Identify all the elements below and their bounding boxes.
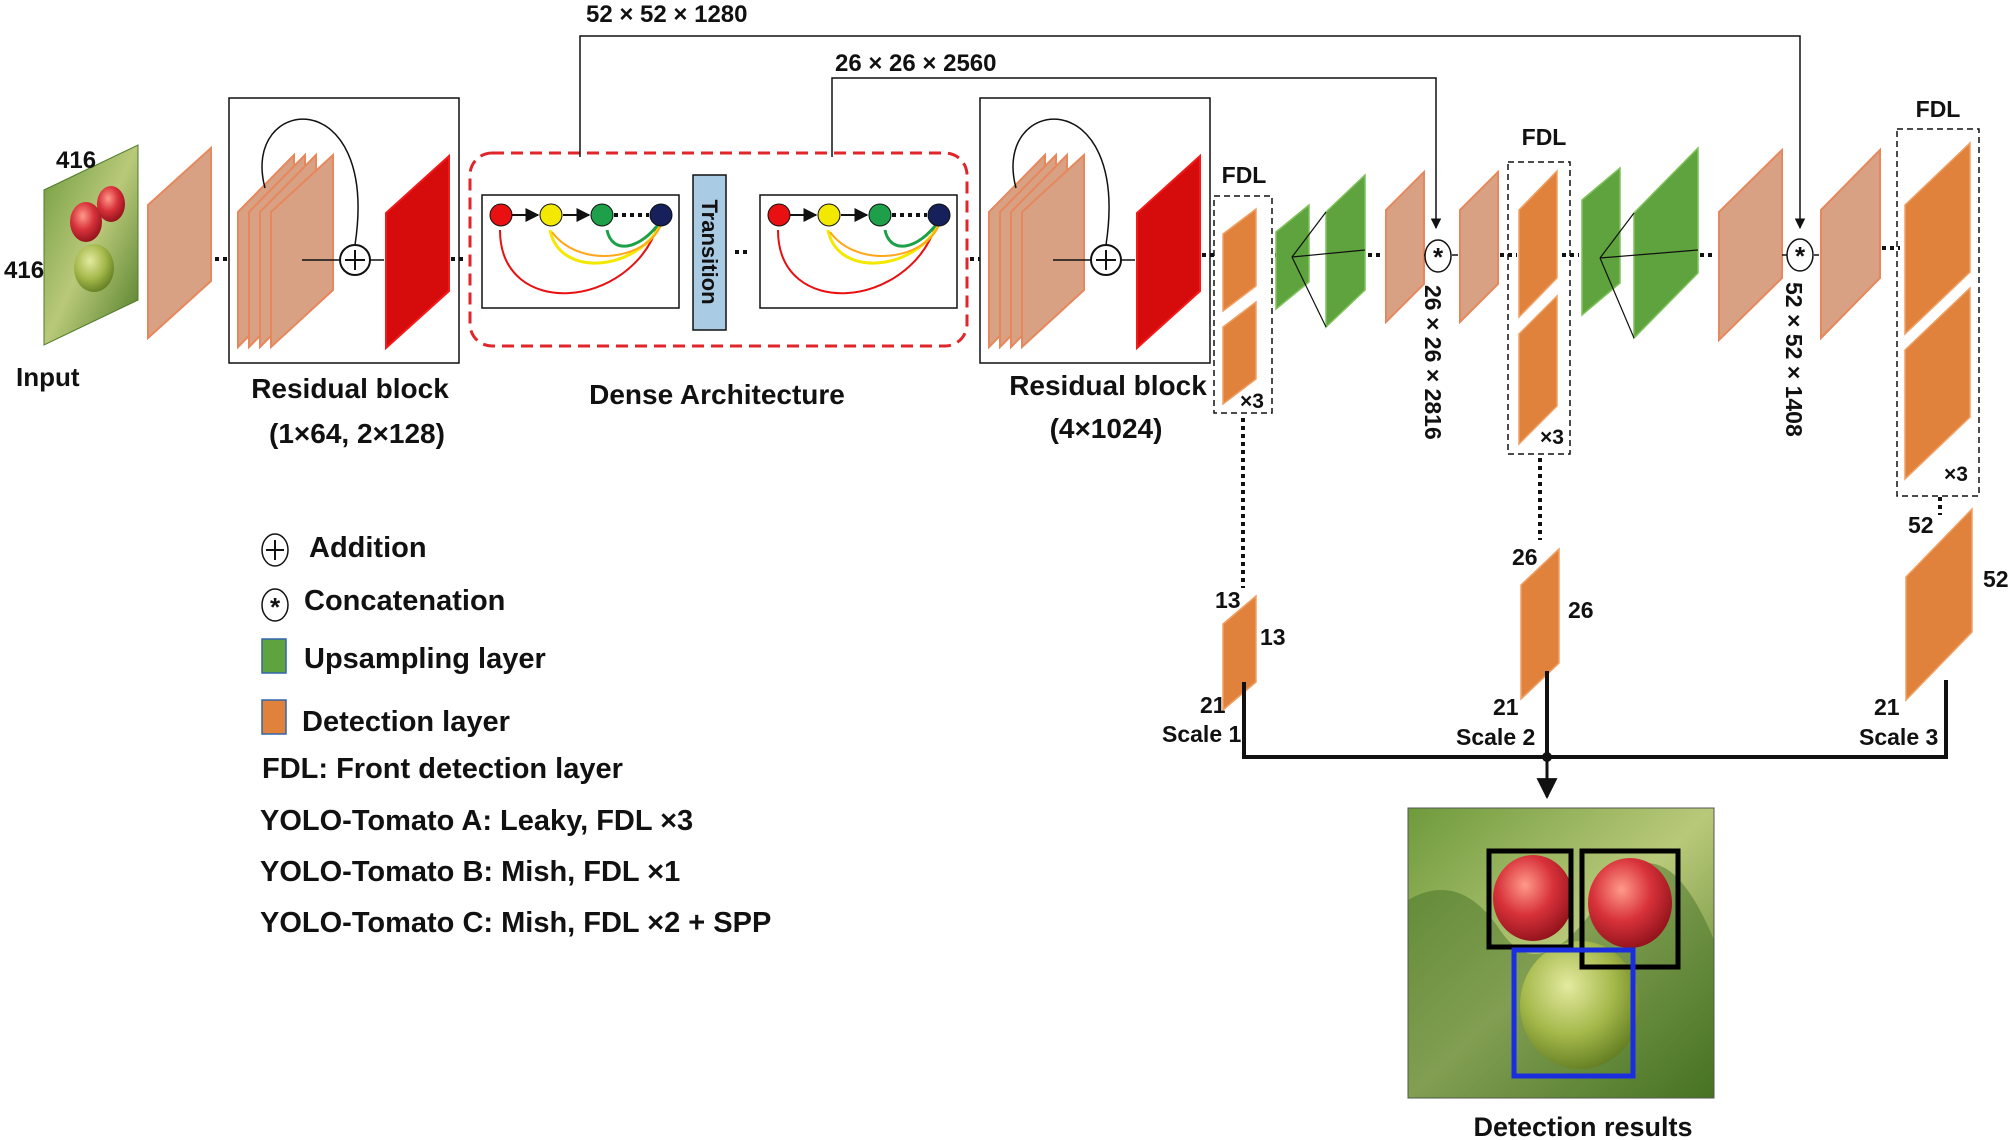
- legend-concatenation-label: Concatenation: [304, 585, 505, 617]
- scale-2-side-b: 26: [1568, 597, 1594, 623]
- dense-node-navy: [649, 203, 673, 227]
- bbox-black-2: [1579, 848, 1681, 970]
- scale-1-name: Scale 1: [1162, 721, 1241, 747]
- scale-2-side-a: 26: [1512, 544, 1538, 570]
- fdl-1-label: FDL: [1222, 162, 1267, 188]
- fdl-2-label: FDL: [1522, 124, 1567, 150]
- input-width-label: 416: [4, 257, 44, 284]
- legend-detection-label: Detection layer: [302, 706, 510, 738]
- residual-block-2-params: (4×1024): [1050, 413, 1163, 444]
- legend-variant-c: YOLO-Tomato C: Mish, FDL ×2 + SPP: [260, 907, 771, 939]
- input-image: [43, 144, 139, 346]
- dense-node-yellow: [539, 203, 563, 227]
- scale-2-name: Scale 2: [1456, 724, 1535, 750]
- residual-block-2-title: Residual block: [1009, 370, 1207, 401]
- asterisk-icon: *: [1433, 242, 1444, 272]
- skip-top-label: 52 × 52 × 1280: [586, 1, 747, 28]
- fdl-1-layer-b: [1222, 300, 1257, 406]
- transition-layer: [692, 174, 727, 331]
- skip-middle-label: 26 × 26 × 2560: [835, 50, 996, 77]
- concatenation-1: *: [1424, 239, 1452, 273]
- legend-addition-icon: [261, 533, 289, 567]
- upsampling-layer-1: [1275, 173, 1366, 329]
- legend-concatenation-icon: *: [261, 588, 289, 622]
- detection-results-image: [1407, 807, 1715, 1099]
- residual-block-1-title: Residual block: [251, 373, 449, 404]
- fdl-3-layer-a: [1904, 141, 1971, 336]
- legend-upsampling-swatch: [261, 638, 287, 674]
- fdl-2-layer-a: [1518, 169, 1558, 319]
- legend-variant-a: YOLO-Tomato A: Leaky, FDL ×3: [260, 805, 693, 837]
- concatenation-2: *: [1786, 238, 1814, 272]
- concat-2-dim: 52 × 52 × 1408: [1781, 282, 1807, 437]
- transition-label: Transition: [697, 199, 722, 304]
- conv-layer-1: [147, 145, 212, 341]
- detection-results-label: Detection results: [1473, 1112, 1692, 1140]
- dense-architecture-block: Transition: [468, 151, 969, 348]
- input-label: Input: [16, 362, 80, 392]
- residual-block-1-params: (1×64, 2×128): [269, 418, 445, 449]
- dense-architecture-title: Dense Architecture: [589, 379, 845, 410]
- legend: Addition * Concatenation Upsampling laye…: [260, 532, 771, 939]
- fdl-3-label: FDL: [1916, 96, 1961, 122]
- fdl-3-box: [1896, 128, 1980, 497]
- scale-3-depth: 21: [1874, 694, 1900, 720]
- legend-variant-b: YOLO-Tomato B: Mish, FDL ×1: [260, 856, 680, 888]
- legend-detection-swatch: [261, 699, 287, 735]
- fdl-2-layer-b: [1518, 294, 1558, 446]
- skip-connection-top: [579, 35, 1806, 230]
- fdl-1-box: [1213, 195, 1273, 414]
- scale-1-side-b: 13: [1260, 624, 1286, 650]
- scale-2-depth: 21: [1493, 694, 1519, 720]
- asterisk-icon: *: [1795, 241, 1806, 271]
- residual-block-1: [228, 97, 460, 364]
- conv-layer-2: [1385, 169, 1425, 325]
- detection-merge-lines: [1242, 671, 1948, 800]
- concat-1-dim: 26 × 26 × 2816: [1420, 285, 1446, 440]
- fdl-2-repeat: ×3: [1540, 426, 1564, 449]
- scale-3-name: Scale 3: [1859, 724, 1938, 750]
- detection-layer-scale-2: [1520, 547, 1560, 701]
- scale-1-side-a: 13: [1215, 587, 1241, 613]
- residual-block-2: [979, 97, 1211, 364]
- legend-addition-label: Addition: [309, 532, 427, 564]
- scale-3-side-b: 52: [1983, 566, 2009, 592]
- fdl-1-layer-a: [1222, 207, 1257, 313]
- detection-layer-scale-3: [1905, 507, 1973, 702]
- legend-fdl-definition: FDL: Front detection layer: [262, 753, 623, 785]
- scale-1-depth: 21: [1200, 692, 1226, 718]
- dense-node-red: [489, 203, 513, 227]
- conv-layer-4: [1718, 147, 1783, 343]
- bbox-black-1: [1486, 848, 1574, 950]
- dense-node-green: [590, 203, 614, 227]
- detection-layer-scale-1: [1222, 594, 1257, 712]
- conv-layer-5: [1820, 147, 1881, 341]
- fdl-2-box: [1507, 161, 1571, 455]
- svg-text:*: *: [270, 592, 281, 622]
- fdl-3-layer-b: [1904, 286, 1971, 481]
- bbox-blue: [1511, 947, 1636, 1079]
- input-height-label: 416: [56, 147, 96, 174]
- fdl-3-repeat: ×3: [1944, 463, 1968, 486]
- legend-upsampling-label: Upsampling layer: [304, 643, 546, 675]
- fdl-1-repeat: ×3: [1240, 390, 1264, 413]
- upsampling-layer-2: [1581, 146, 1699, 340]
- scale-3-side-a: 52: [1908, 512, 1934, 538]
- skip-connection-middle: [831, 77, 1442, 230]
- conv-layer-3: [1459, 169, 1499, 325]
